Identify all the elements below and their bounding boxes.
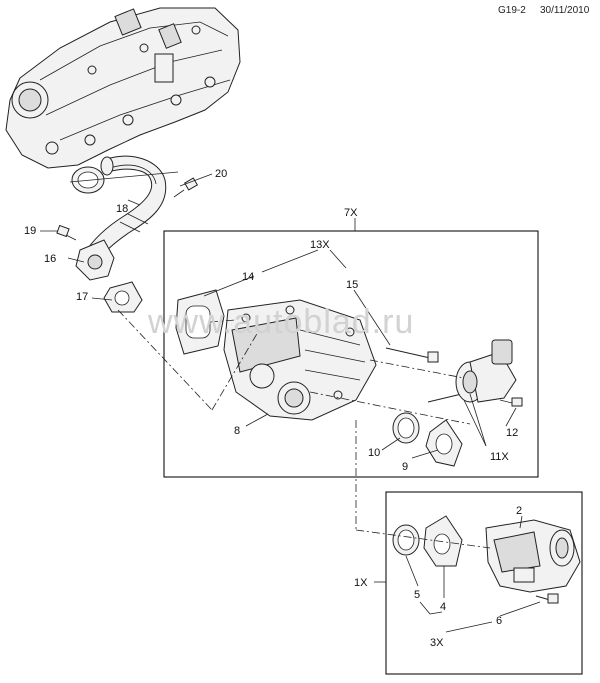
callout-17: 17	[76, 291, 88, 303]
callout-10: 10	[368, 447, 380, 459]
gasket-14	[175, 289, 225, 355]
engine-manifold	[5, 7, 241, 169]
callouts: 20 18 19 16 17 7X 13X 14 15 8 10 9 12 11…	[24, 168, 522, 649]
callout-12: 12	[506, 427, 518, 439]
gasket-4	[423, 515, 463, 567]
callout-7x: 7X	[344, 207, 358, 219]
callout-14: 14	[242, 271, 254, 283]
gasket-9	[425, 419, 463, 467]
callout-8: 8	[234, 425, 240, 437]
actuator-11x	[455, 339, 517, 403]
callout-4: 4	[440, 601, 446, 613]
frame-1x	[385, 491, 583, 675]
callout-2: 2	[516, 505, 522, 517]
diagram-reference: G19-2	[498, 5, 526, 16]
callout-11x: 11X	[490, 451, 509, 463]
leader-lines	[40, 171, 541, 633]
bolt-19	[56, 224, 77, 241]
callout-9: 9	[402, 461, 408, 473]
frame-7x	[163, 230, 539, 478]
flange-16	[75, 239, 115, 281]
bolt-6	[535, 593, 559, 604]
callout-3x: 3X	[430, 637, 444, 649]
callout-6: 6	[496, 615, 502, 627]
egr-cooler-8	[223, 299, 377, 421]
gasket-17	[103, 281, 143, 313]
bolt-12	[499, 397, 523, 407]
callout-16: 16	[44, 253, 56, 265]
callout-18: 18	[116, 203, 128, 215]
callout-19: 19	[24, 225, 36, 237]
callout-5: 5	[414, 589, 420, 601]
bolt-15	[385, 347, 439, 363]
callout-13x: 13X	[310, 239, 330, 251]
assembly-lines	[117, 309, 491, 549]
callout-20: 20	[215, 168, 227, 180]
gasket-ring-10	[392, 412, 420, 444]
egr-valve-2	[485, 519, 581, 593]
callout-15: 15	[346, 279, 358, 291]
diagram-date: 30/11/2010	[540, 5, 590, 16]
gasket-ring-5	[392, 524, 420, 556]
callout-1x: 1X	[354, 577, 368, 589]
